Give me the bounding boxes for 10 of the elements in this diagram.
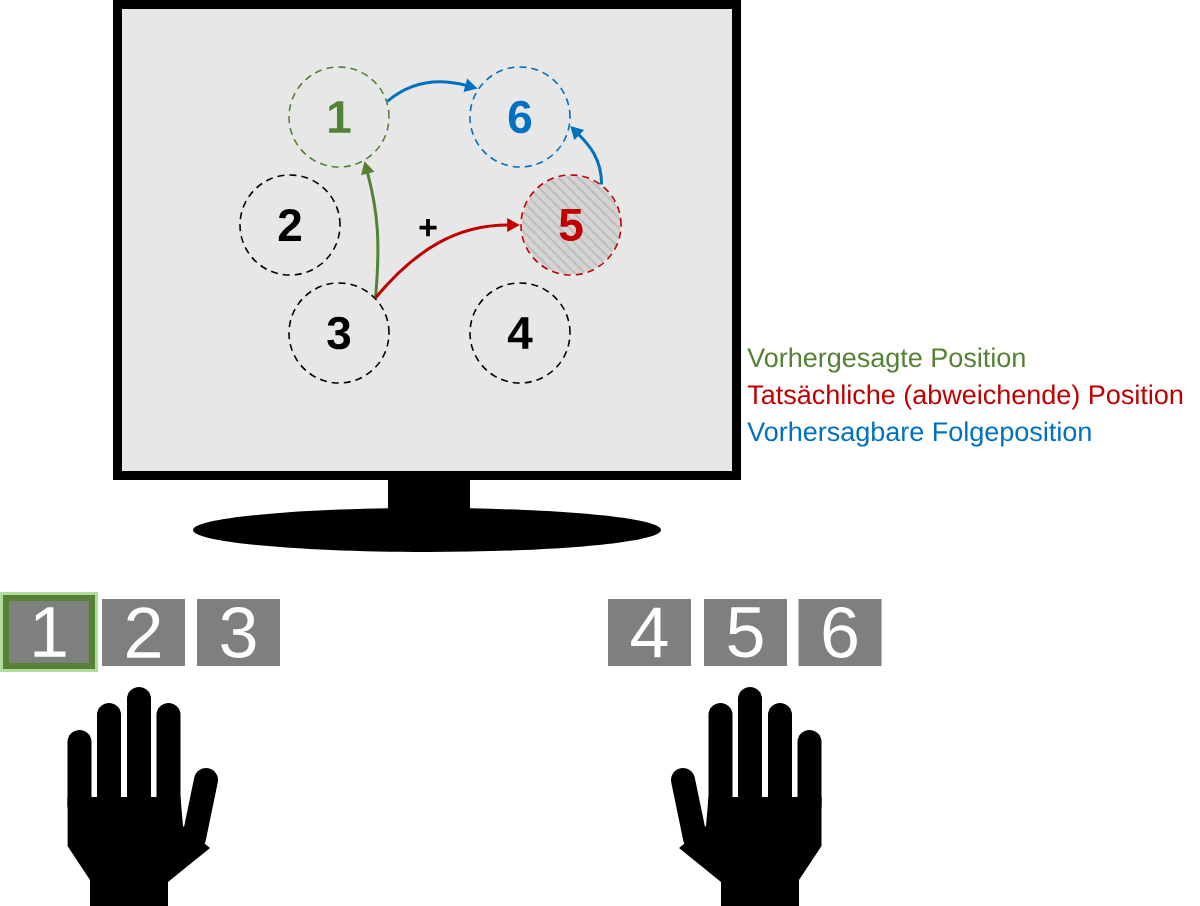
key: 6 <box>798 599 882 666</box>
legend-text: Vorhergesagte Position <box>747 347 1025 373</box>
key: 2 <box>102 599 185 666</box>
legend-text: Vorhersagbare Folgeposition <box>747 421 1091 447</box>
key: 3 <box>197 599 280 666</box>
key: 1 <box>0 592 98 672</box>
fixation-cross: + <box>419 219 437 237</box>
key: 5 <box>704 599 787 666</box>
legend-text: Tatsächliche (abweichende) Position <box>747 384 1183 410</box>
key: 4 <box>608 599 691 666</box>
